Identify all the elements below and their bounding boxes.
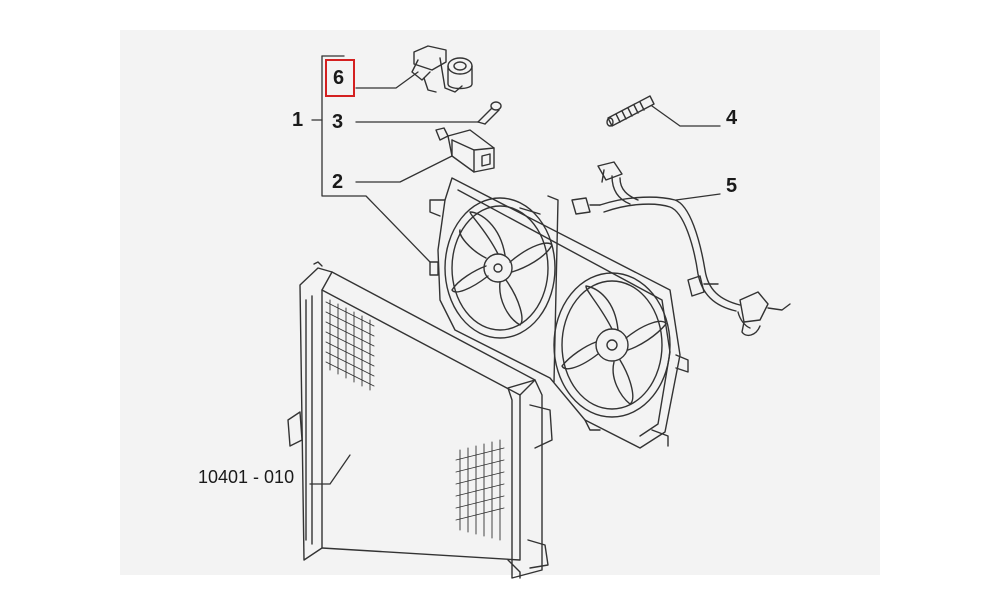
radiator-mesh-bottom [455,439,505,541]
right-fan-drawing [553,272,671,418]
leader-lines [309,55,721,485]
callout-2[interactable]: 2 [332,171,344,193]
radiator-mesh-top [325,299,375,391]
callout-3[interactable]: 3 [332,111,344,133]
callout-1[interactable]: 1 [292,109,304,131]
stud-bolt-drawing [606,95,655,127]
left-fan-drawing [444,197,556,339]
resistor-part-drawing [411,45,473,93]
callout-4[interactable]: 4 [726,107,738,129]
fan-shroud-drawing [429,177,689,449]
radiator-drawing [287,261,553,579]
callout-5[interactable]: 5 [726,175,738,197]
connector-part-drawing [435,127,495,173]
callout-6[interactable]: 6 [333,67,345,89]
screw-part-drawing [477,101,502,125]
highlight-box-callout-6 [325,59,355,97]
reference-label[interactable]: 10401 - 010 [198,467,295,487]
wiring-harness-drawing [571,161,791,337]
